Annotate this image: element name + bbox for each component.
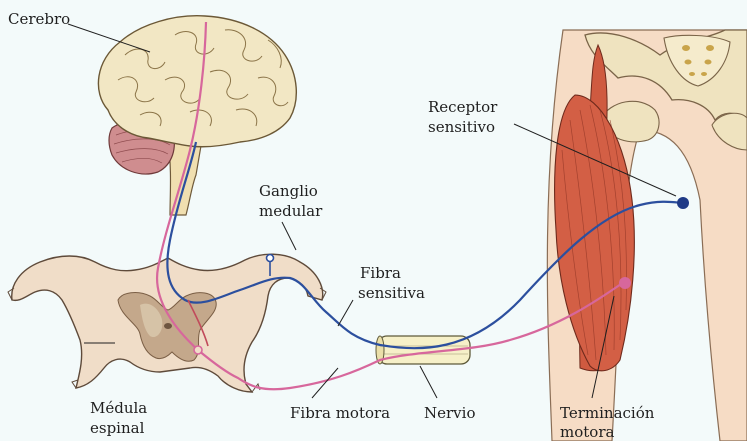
label-motor-ending-line1: Terminación (560, 404, 655, 422)
label-motor-fiber: Fibra motora (290, 404, 390, 422)
label-spinal-cord-line2: espinal (90, 419, 145, 437)
label-brain: Cerebro (8, 10, 70, 28)
central-canal (164, 323, 172, 329)
label-ganglion-line2: medular (259, 202, 323, 220)
label-sensory-fiber-line1: Fibra (360, 264, 401, 282)
motor-ending-dot (619, 277, 631, 289)
ganglion-cell-body (267, 255, 274, 262)
label-receptor-line1: Receptor (428, 98, 498, 116)
sensory-receptor-dot (677, 197, 689, 209)
label-motor-ending-line2: motora (560, 423, 614, 441)
label-ganglion-line1: Ganglio (259, 182, 318, 200)
leg-pelvis-illustration (547, 30, 747, 441)
spinal-cord-cross-section (8, 254, 326, 392)
label-sensory-fiber-line2: sensitiva (358, 284, 425, 302)
label-receptor-line2: sensitivo (428, 118, 495, 136)
label-nerve: Nervio (424, 404, 475, 422)
label-spinal-cord-line1: Médula (90, 399, 147, 417)
motor-neuron-body (194, 346, 202, 354)
cerebrum (98, 16, 296, 147)
